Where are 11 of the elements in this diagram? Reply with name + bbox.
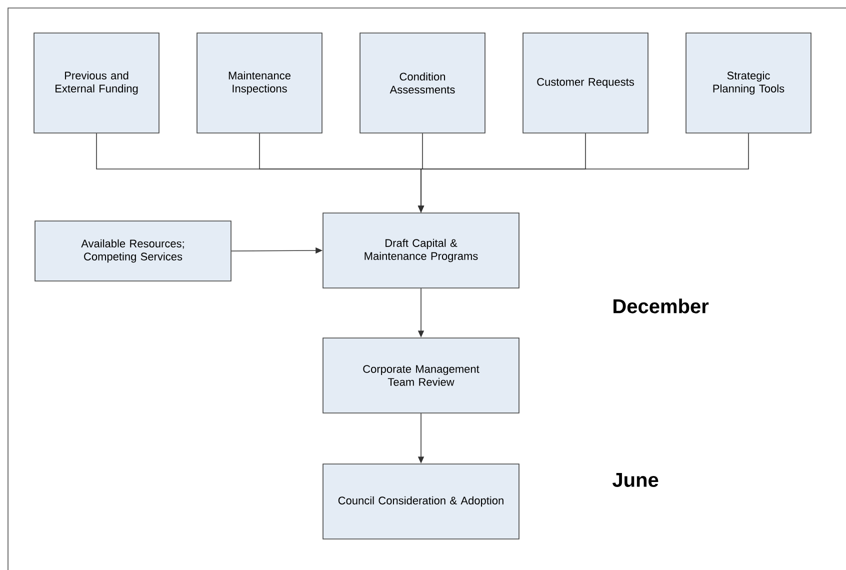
process-box: Maintenance Inspections (196, 32, 322, 134)
process-box: Council Consideration & Adoption (322, 464, 520, 540)
process-box: Condition Assessments (360, 32, 486, 134)
process-box: Customer Requests (522, 32, 648, 134)
month-label: December (614, 298, 709, 314)
process-box: Available Resources; Competing Services (34, 220, 232, 282)
month-label: June (612, 473, 658, 487)
process-box: Strategic Planning Tools (686, 32, 812, 134)
process-box: Corporate Management Team Review (322, 338, 520, 414)
process-box: Draft Capital & Maintenance Programs (322, 212, 520, 288)
process-box: Previous and External Funding (34, 32, 160, 134)
